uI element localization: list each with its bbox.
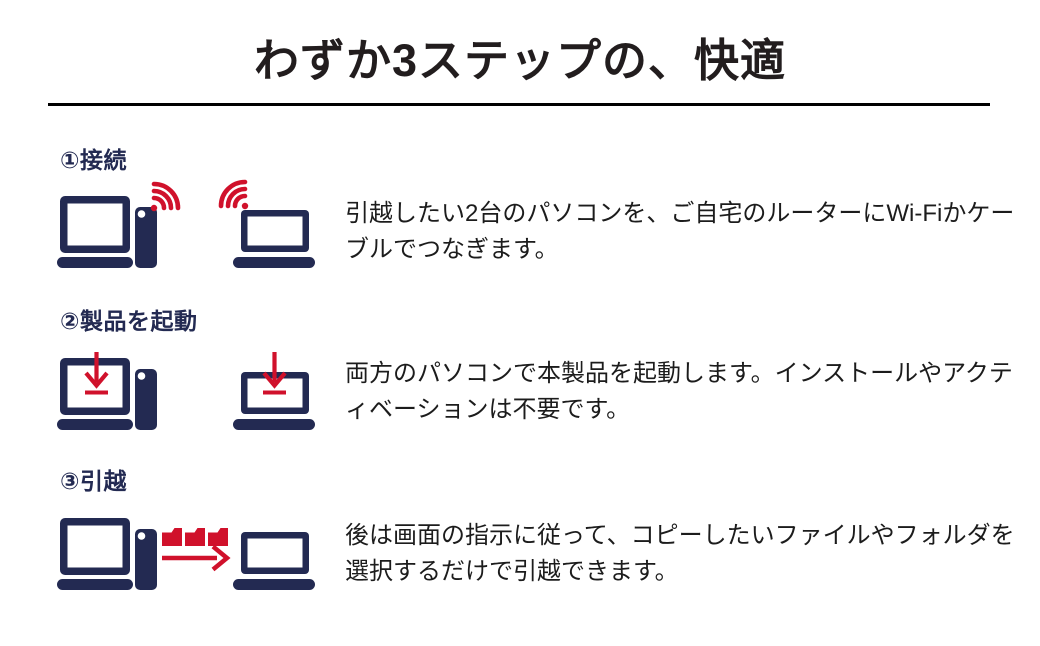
step2-description: 両方のパソコンで本製品を起動します。インストールやアクティベーションは不要です。 xyxy=(345,360,1013,423)
step2-illustration xyxy=(57,340,319,432)
step3-description: 後は画面の指示に従って、コピーしたいファイルやフォルダを選択するだけで引越できま… xyxy=(345,522,1015,585)
download-arrow-icon xyxy=(262,352,287,395)
download-arrow-icon xyxy=(84,352,109,395)
step2-heading: ②製品を起動 xyxy=(60,308,198,334)
desktop-pc-icon xyxy=(57,196,157,268)
transfer-arrow-icon xyxy=(162,544,231,572)
step1-illustration xyxy=(57,178,319,270)
launch-illustration xyxy=(57,352,315,430)
migration-illustration xyxy=(57,518,315,590)
laptop-icon xyxy=(233,532,315,590)
title-divider xyxy=(48,103,990,106)
laptop-icon xyxy=(233,210,315,268)
wifi-icon xyxy=(150,181,181,212)
desktop-pc-icon xyxy=(57,518,157,590)
step1-heading: ①接続 xyxy=(60,147,127,173)
page-title: わずか3ステップの、快適 xyxy=(253,35,787,86)
connection-illustration xyxy=(57,179,315,268)
folder-icon xyxy=(162,528,228,546)
wifi-icon xyxy=(218,179,249,210)
step3-heading: ③引越 xyxy=(60,468,127,494)
step1-description: 引越したい2台のパソコンを、ご自宅のルーターにWi-Fiかケーブルでつなぎます。 xyxy=(345,200,1015,263)
step3-illustration xyxy=(57,500,319,592)
